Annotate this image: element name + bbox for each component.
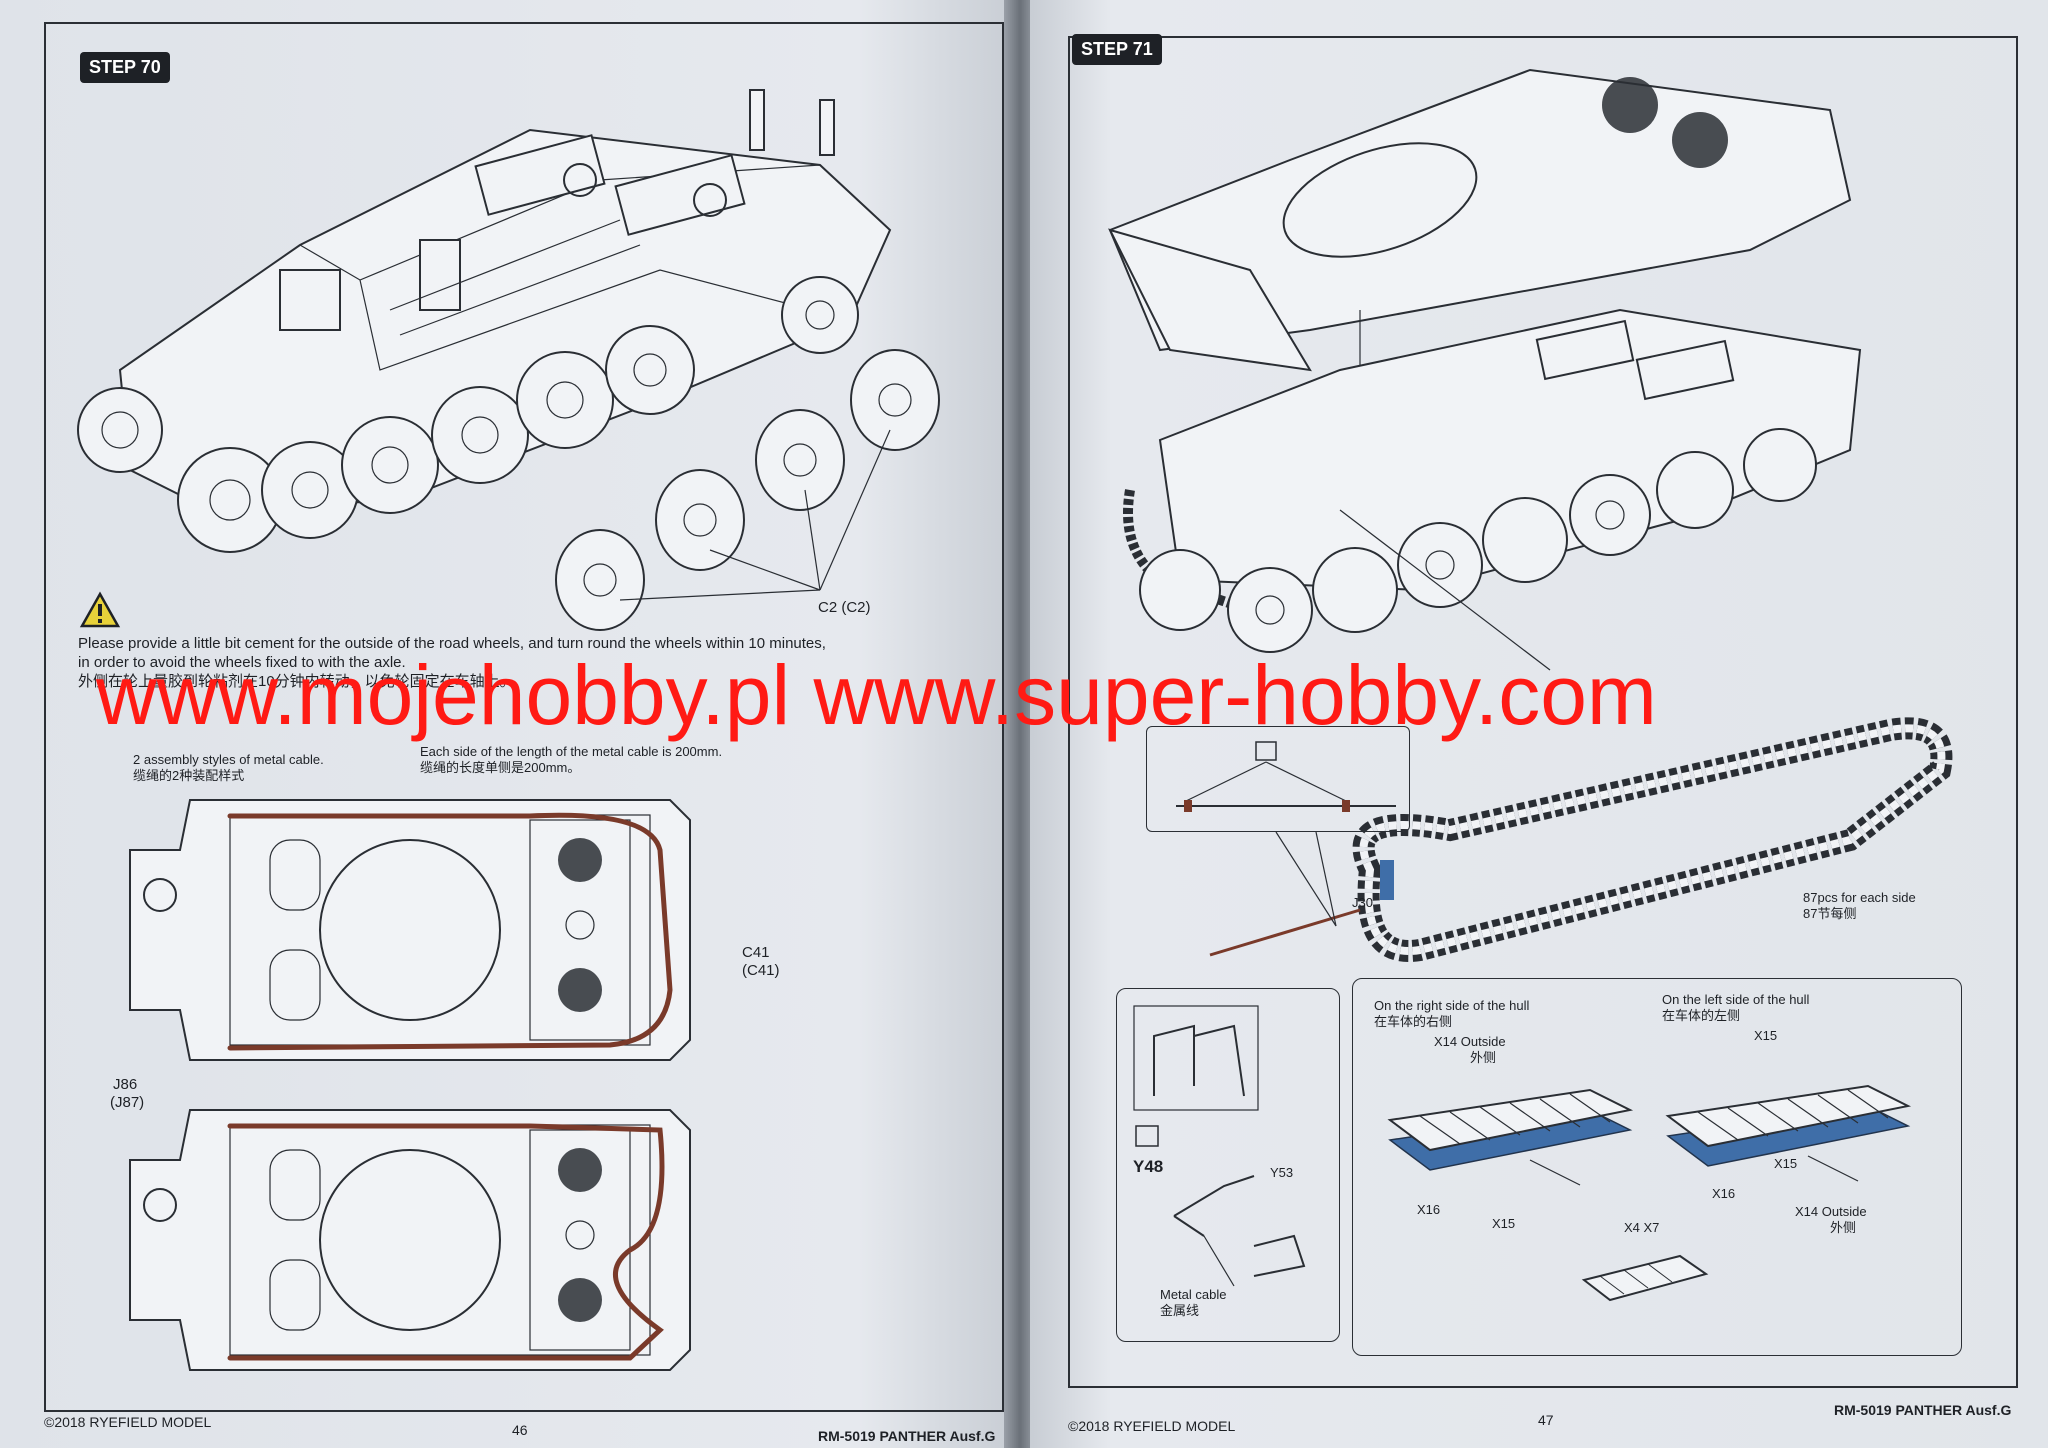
left-side-label-chinese: 在车体的左侧 (1662, 1008, 1741, 1023)
page-number-47: 47 (1538, 1412, 1554, 1428)
left-copyright: ©2018 RYEFIELD MODEL (44, 1414, 212, 1430)
cable-length-label: Each side of the length of the metal cab… (420, 744, 723, 759)
part-label-x14-left: X14 Outside (1795, 1204, 1867, 1219)
right-side-track-links (1387, 1088, 1634, 1186)
right-product-code: RM-5019 PANTHER Ausf.G (1834, 1402, 2012, 1418)
cable-styles-label: 2 assembly styles of metal cable. (133, 752, 324, 767)
right-copyright: ©2018 RYEFIELD MODEL (1068, 1418, 1236, 1434)
hull-top-view-style-2 (129, 1109, 691, 1371)
outside-label-chinese-left: 外侧 (1830, 1220, 1857, 1235)
part-label-j87: (J87) (110, 1094, 145, 1111)
cable-length-label-chinese: 缆绳的长度单侧是200mm。 (420, 760, 581, 775)
step-71-badge: STEP 71 (1072, 34, 1162, 65)
outside-label-chinese-right: 外侧 (1470, 1050, 1497, 1065)
part-label-c41: C41 (742, 944, 770, 961)
hull-road-wheels (1139, 428, 1817, 653)
step-71-upper-hull-illustration (1108, 68, 1852, 380)
left-side-label: On the left side of the hull (1662, 992, 1810, 1007)
page-number-46: 46 (512, 1422, 528, 1438)
store-watermark: www.mojehobby.pl www.super-hobby.com (96, 648, 1657, 742)
cement-note-line-2: in order to avoid the wheels fixed to wi… (78, 654, 406, 671)
page-46: STEP 70 (0, 0, 1010, 1448)
part-label-x16-left: X16 (1712, 1186, 1736, 1201)
cement-note-chinese: 外侧在轮上量胶到轮粘剂在10分钟内转动，以免轮固定在车轴上。 (78, 673, 515, 690)
x4-x7-track-sample (1581, 1254, 1709, 1302)
part-label-c41-alt: (C41) (742, 962, 780, 979)
cable-styles-label-chinese: 缆绳的2种装配样式 (133, 768, 245, 783)
part-label-y53: Y53 (1270, 1165, 1294, 1180)
part-label-x15-top: X15 (1754, 1028, 1778, 1043)
mounted-road-wheels (77, 276, 859, 553)
right-side-label: On the right side of the hull (1374, 998, 1530, 1013)
part-label-x14-right: X14 Outside (1434, 1034, 1506, 1049)
part-label-x16-right: X16 (1417, 1202, 1441, 1217)
part-label-x15-right: X15 (1492, 1216, 1516, 1231)
step-71-lower-hull-track-illustration (1123, 308, 1862, 671)
warning-triangle-icon (79, 591, 121, 628)
loose-road-wheels (555, 349, 940, 631)
right-side-label-chinese: 在车体的右侧 (1374, 1014, 1453, 1029)
part-label-x4-x7: X4 X7 (1624, 1220, 1660, 1235)
pin-detail-illustration (1176, 741, 1396, 927)
part-label-j86: J86 (113, 1076, 138, 1093)
assembled-track-loop (1352, 717, 1953, 962)
left-side-track-links (1665, 1084, 1912, 1182)
part-label-c2: C2 (C2) (818, 599, 871, 616)
part-label-x15-left: X15 (1774, 1156, 1798, 1171)
track-count-label-chinese: 87节每侧 (1803, 906, 1857, 921)
metal-cable-label: Metal cable (1160, 1287, 1227, 1302)
bracket-illustration (1133, 1005, 1306, 1287)
page-46-frame (44, 22, 1004, 1412)
track-link-detail-box (1352, 978, 1962, 1356)
metal-cable-detail-box (1116, 988, 1340, 1342)
step-70-hull-wheels-illustration (77, 89, 940, 631)
left-product-code: RM-5019 PANTHER Ausf.G (818, 1428, 996, 1444)
step-70-badge: STEP 70 (80, 52, 170, 83)
cement-note-line-1: Please provide a little bit cement for t… (78, 635, 826, 652)
track-count-label: 87pcs for each side (1803, 890, 1916, 905)
pin-detail-callout (1146, 726, 1410, 832)
page-47-frame (1068, 36, 2018, 1388)
hull-top-view-style-1 (129, 799, 691, 1061)
part-label-j30: J30 (1352, 895, 1373, 910)
track-pin-rod (1209, 908, 1361, 957)
part-label-y48: Y48 (1133, 1157, 1164, 1176)
page-47: STEP 71 (1030, 0, 2048, 1448)
metal-cable-label-chinese: 金属线 (1160, 1303, 1200, 1318)
